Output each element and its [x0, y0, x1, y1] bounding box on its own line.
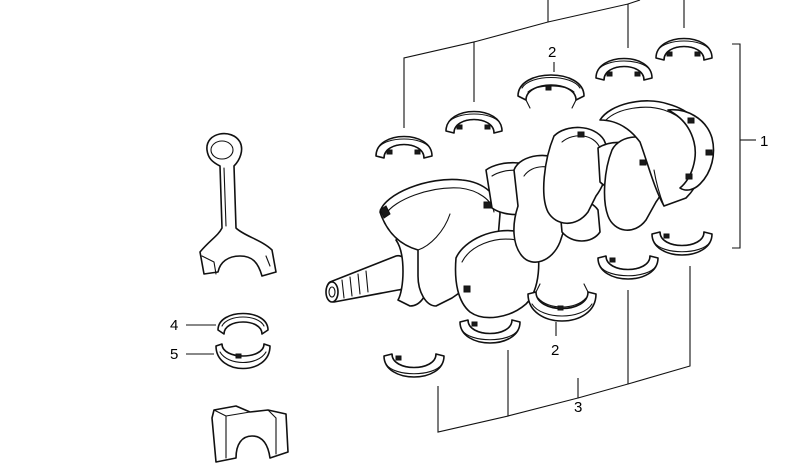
callout-crankshaft: 1 — [760, 133, 768, 150]
upper-shell-1-icon — [375, 135, 433, 159]
callout-lower-main-shells: 3 — [574, 399, 582, 416]
leader-lines — [186, 0, 756, 433]
lower-shell-4-icon — [597, 255, 659, 280]
callout-lower-thrust-bearing: 2 — [551, 342, 559, 359]
upper-thrust-shell-icon — [517, 74, 585, 109]
lower-shell-1-icon — [383, 353, 445, 378]
connecting-rod-icon — [199, 132, 277, 277]
bearing-cap-icon — [211, 405, 289, 463]
callout-rod-bearing-lower: 5 — [170, 346, 178, 363]
callout-rod-bearing-upper: 4 — [170, 317, 178, 334]
lower-shell-2-icon — [459, 319, 521, 344]
lower-thrust-shell-icon — [527, 283, 597, 322]
callout-upper-thrust-bearing: 2 — [548, 44, 556, 61]
upper-shell-2-icon — [445, 110, 503, 134]
rod-bearing-lower-shell-icon — [215, 343, 271, 370]
lower-shell-5-icon — [651, 231, 713, 256]
upper-shell-5-icon — [655, 37, 713, 61]
rod-bearing-upper-shell-icon — [217, 312, 269, 335]
crankshaft-icon — [325, 100, 715, 319]
upper-shell-4-icon — [595, 57, 653, 81]
